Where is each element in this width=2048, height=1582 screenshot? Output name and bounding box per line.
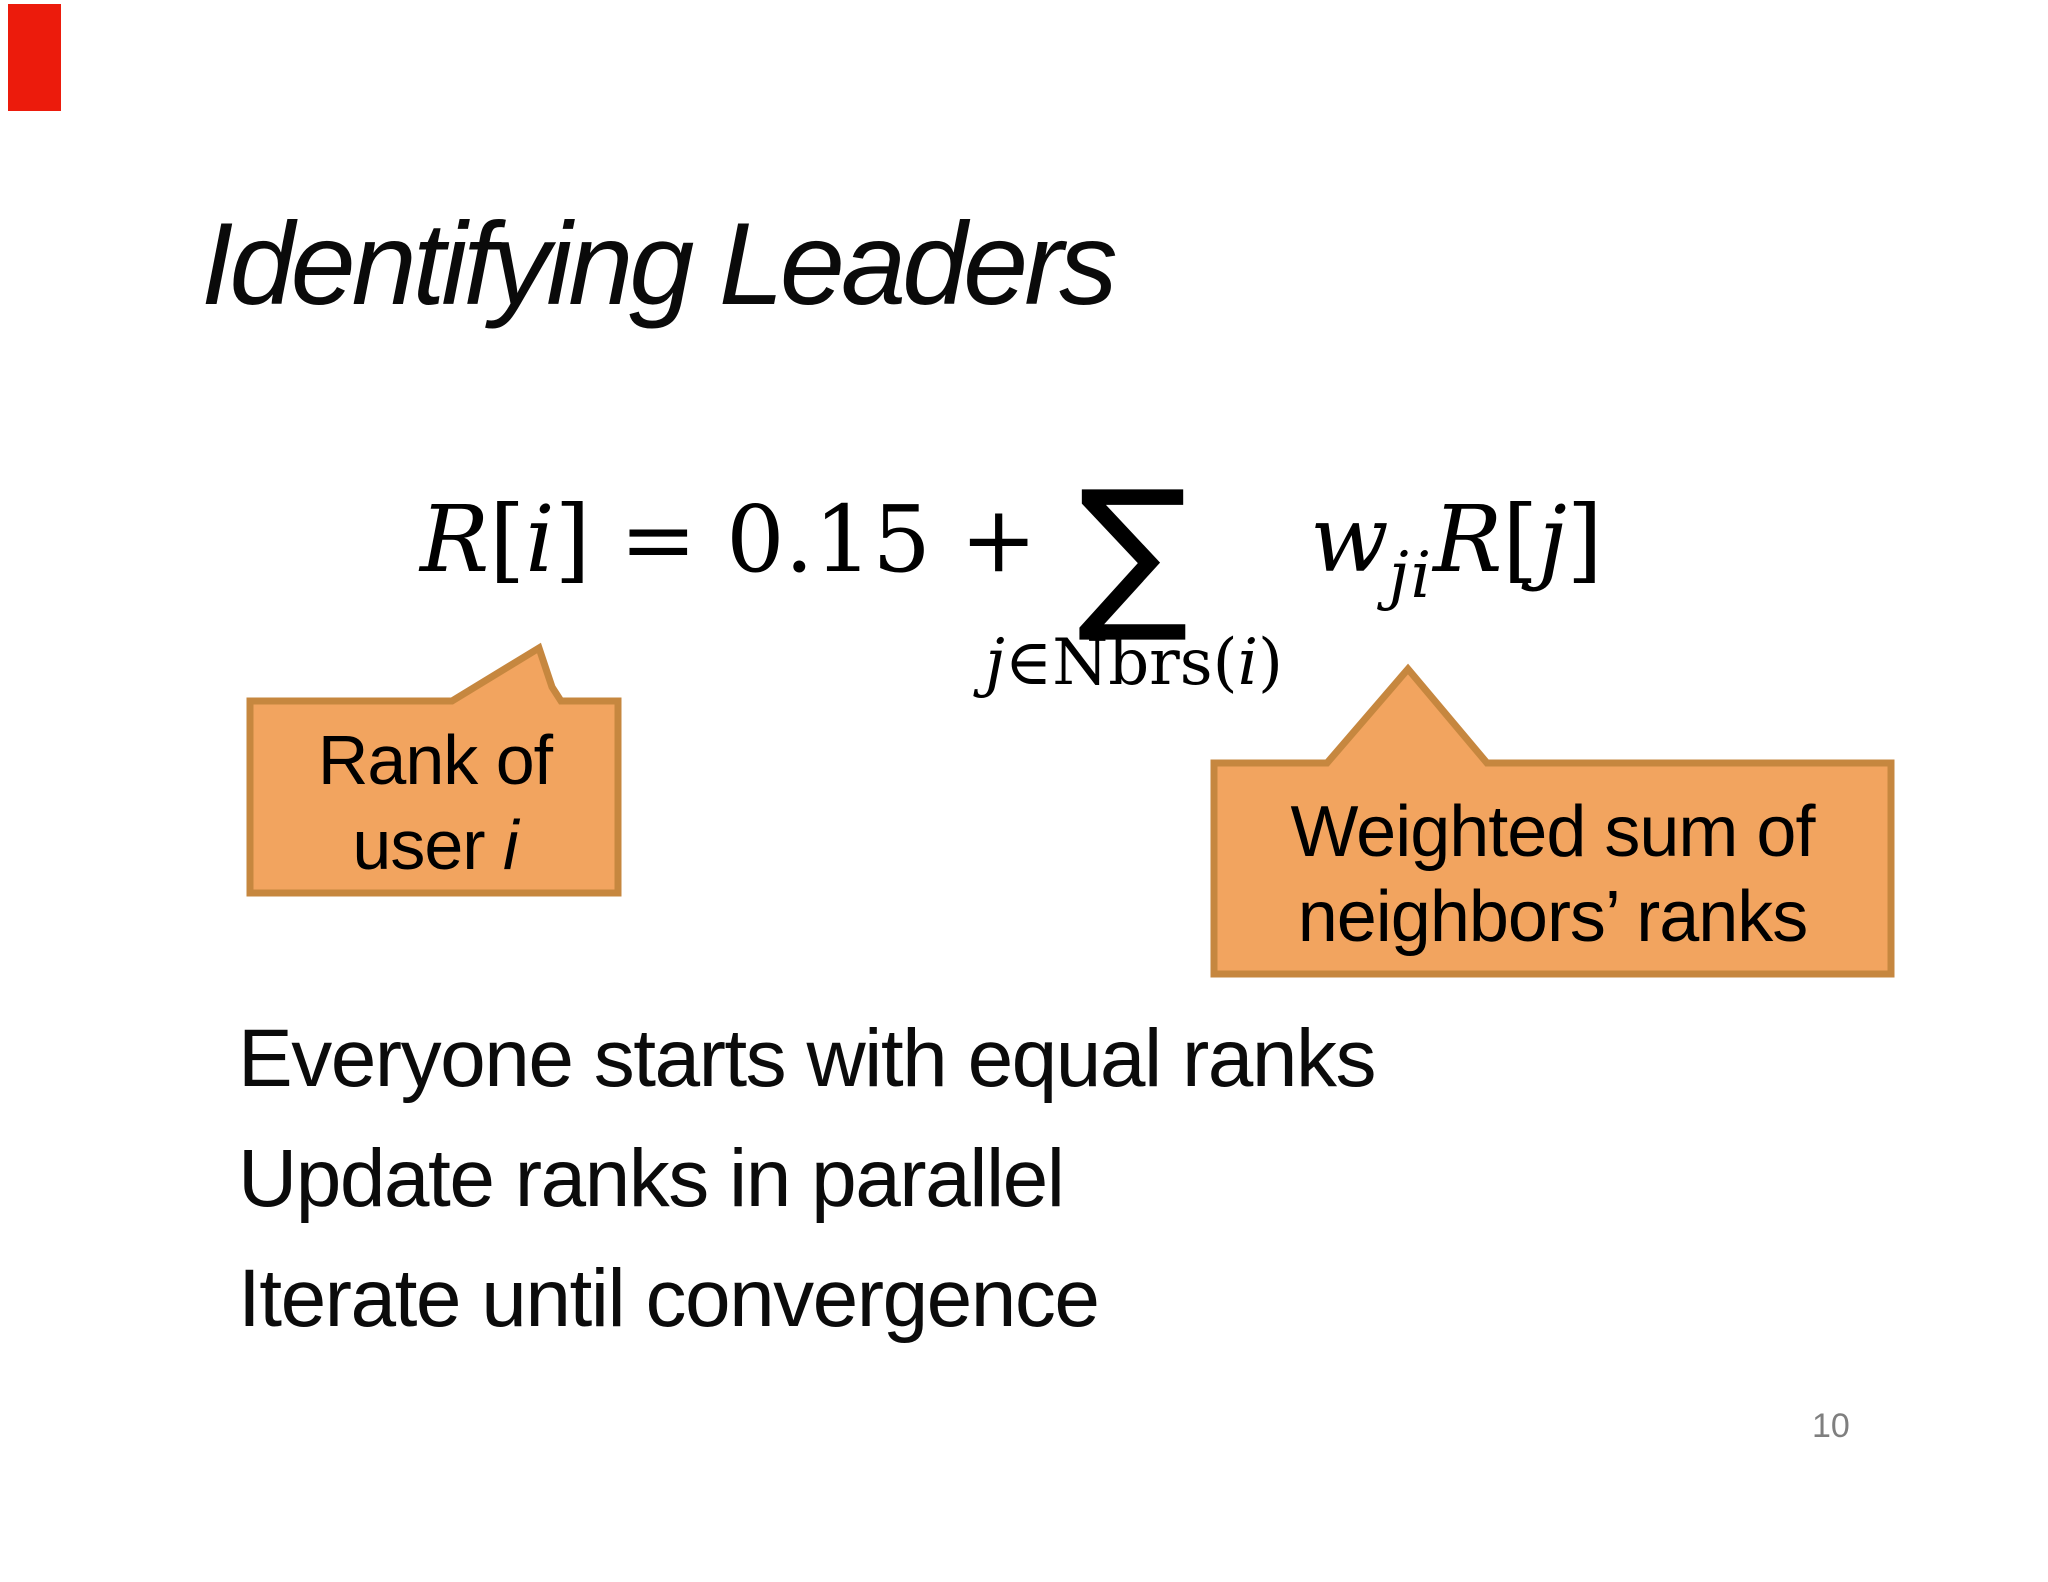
formula-bracket-open: [ [489, 486, 526, 593]
formula-lhs: R[i] = 0.15 + [420, 494, 1037, 586]
formula-lhs-rest: ] = 0.15 + [554, 486, 1038, 593]
page-number: 10 [1812, 1407, 1850, 1445]
body-text: Everyone starts with equal ranks Update … [238, 999, 1377, 1359]
left-callout-shape [250, 648, 618, 893]
summation-symbol: ∑ [1077, 455, 1189, 647]
sum-close-paren: ) [1258, 626, 1284, 700]
summation-subscript: j∈Nbrs(i) [985, 631, 1283, 695]
right-callout-line1: Weighted sum of [1290, 792, 1816, 872]
right-callout-shape [1214, 669, 1891, 974]
formula-var-j: j [1538, 486, 1567, 593]
left-callout-var-i: i [503, 806, 519, 884]
formula-var-R2: R [1433, 486, 1503, 593]
formula-var-R: R [420, 486, 490, 593]
left-callout-line2-prefix: user [352, 806, 504, 884]
right-callout-text: Weighted sum of neighbors’ ranks [1215, 790, 1890, 960]
body-line-3: Iterate until convergence [238, 1253, 1100, 1344]
red-accent-bar [8, 4, 61, 111]
formula-bracket-close2: ] [1566, 486, 1603, 593]
element-of-symbol: ∈ [1004, 626, 1053, 700]
slide-title: Identifying Leaders [201, 198, 1118, 329]
formula-bracket-open2: [ [1502, 486, 1539, 593]
sum-var-i: i [1237, 626, 1259, 700]
right-callout-outline [1210, 663, 1895, 978]
body-line-1: Everyone starts with equal ranks [238, 1013, 1377, 1104]
formula-rhs: wjiR[j] [1310, 494, 1603, 609]
left-callout-line2: user i [250, 803, 620, 888]
left-callout-outline [246, 642, 622, 897]
right-callout-line2: neighbors’ ranks [1297, 877, 1809, 957]
formula-var-i: i [525, 486, 555, 593]
formula-var-w: w [1310, 486, 1389, 593]
left-callout-text: Rank of user i [250, 718, 620, 888]
sum-var-j: j [984, 626, 1005, 700]
formula-subscript-ji: ji [1388, 539, 1434, 613]
body-line-2: Update ranks in parallel [238, 1133, 1065, 1224]
left-callout-line1: Rank of [317, 721, 553, 799]
sum-nbrs-label: Nbrs( [1052, 626, 1238, 700]
